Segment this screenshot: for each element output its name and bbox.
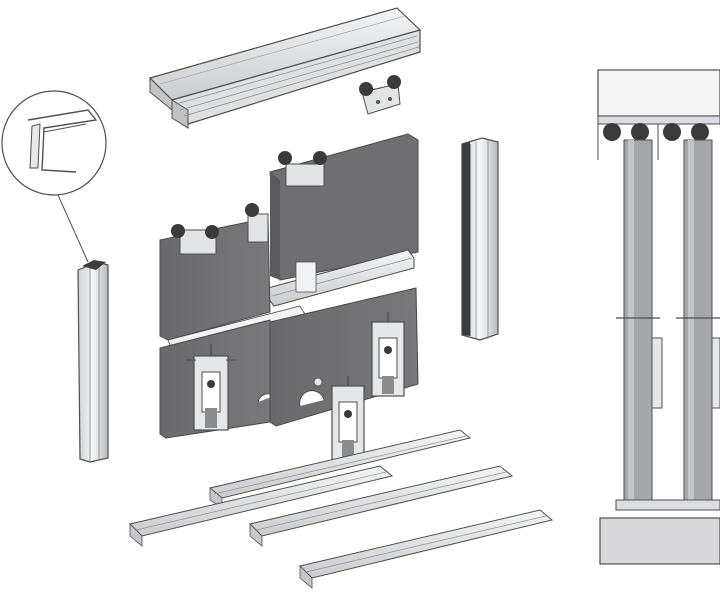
top-track-rail (148, 7, 422, 129)
door-panel-front (159, 203, 307, 439)
connecting-profile (267, 249, 415, 307)
door-panel-front (269, 287, 419, 463)
handle-profile-left (77, 260, 109, 463)
profile-cross-section-callout (1, 90, 107, 263)
handle-profile-right (461, 137, 499, 341)
door-panel-rear (269, 133, 419, 281)
side-section-view (597, 69, 720, 565)
bottom-guide-rails (129, 429, 554, 589)
carriage-wheel-bracket (359, 75, 401, 115)
